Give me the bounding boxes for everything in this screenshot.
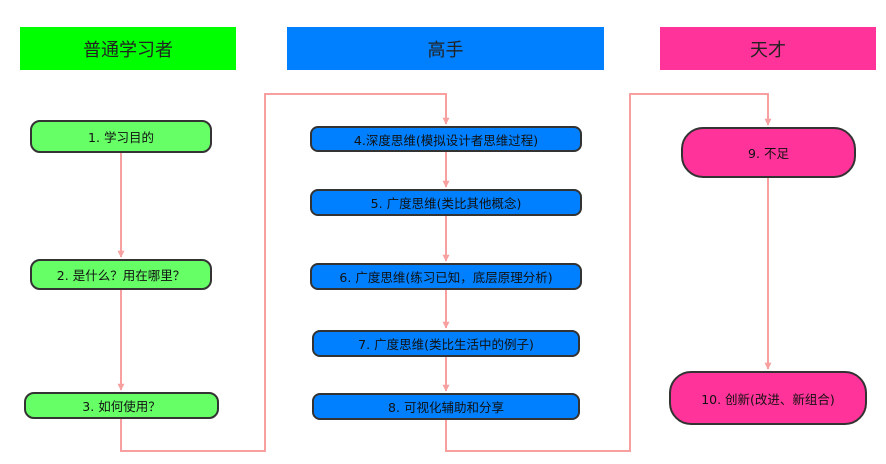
node-deep-thinking: 4.深度思维(模拟设计者思维过程) (310, 126, 582, 152)
node-breadth-life-examples: 7. 广度思维(类比生活中的例子) (312, 330, 580, 357)
connector-3-4 (120, 93, 450, 452)
node-breadth-analogy: 5. 广度思维(类比其他概念) (310, 189, 582, 216)
connector-8-9 (445, 93, 772, 452)
node-how-to-use: 3. 如何使用？ (24, 392, 219, 419)
node-innovation: 10. 创新(改进、新组合) (669, 371, 867, 425)
node-breadth-practice: 6. 广度思维(练习已知，底层原理分析) (310, 263, 582, 290)
node-learning-purpose: 1. 学习目的 (30, 120, 212, 153)
node-visualize-share: 8. 可视化辅助和分享 (312, 393, 580, 420)
header-genius: 天才 (660, 27, 876, 70)
header-beginner: 普通学习者 (20, 27, 236, 70)
node-shortcomings: 9. 不足 (681, 127, 856, 178)
header-expert: 高手 (287, 27, 604, 70)
node-what-where: 2. 是什么？用在哪里？ (30, 259, 212, 290)
